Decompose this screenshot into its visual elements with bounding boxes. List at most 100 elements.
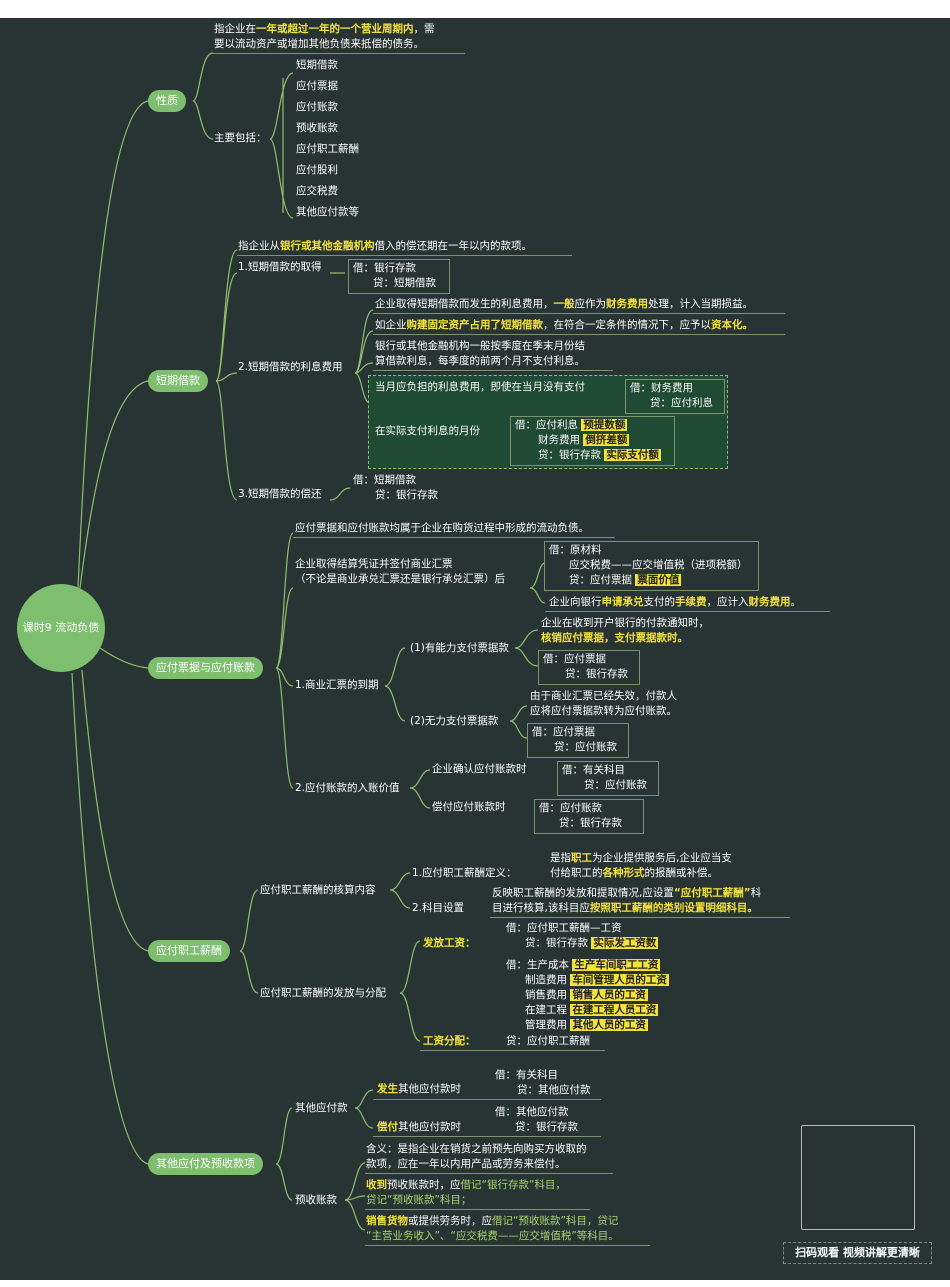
journal-entry-box bbox=[557, 761, 659, 796]
journal-credit: 贷：应付利息 bbox=[650, 397, 713, 409]
journal-debit: 借：应付票据 bbox=[532, 726, 595, 738]
connector-lines bbox=[71, 52, 546, 1231]
advance-sale-line2: “主营业务收入”、“应交税费——应交增值税”等科目。 bbox=[366, 1230, 619, 1242]
alloc-row: 制造费用 车间管理人员的工资 bbox=[525, 974, 669, 986]
liability-item: 应付股利 bbox=[296, 164, 338, 176]
journal-entry-box bbox=[534, 799, 644, 834]
liability-item: 其他应付款等 bbox=[296, 206, 359, 218]
accrue-case: 当月应负担的利息费用，即使在当月没有支付 bbox=[375, 381, 585, 393]
journal-debit: 借：有关科目 bbox=[562, 764, 625, 776]
journal-entry-box bbox=[625, 379, 725, 414]
journal-credit: 贷：银行存款 实际发工资数 bbox=[525, 937, 659, 949]
journal-debit: 借：有关科目 bbox=[495, 1069, 558, 1081]
loan-definition: 指企业从银行或其他金融机构借入的偿还期在一年以内的款项。 bbox=[238, 240, 532, 252]
journal-entry-box bbox=[538, 650, 640, 685]
qr-caption: 扫码观看 视频讲解更清晰 bbox=[783, 1242, 932, 1264]
advance-receive: 收到预收账款时，应借记“银行存款”科目， bbox=[366, 1179, 566, 1191]
comp-definition-label: 1.应付职工薪酬定义： bbox=[412, 867, 517, 879]
journal-credit: 贷：短期借款 bbox=[373, 277, 436, 289]
branch-notes-accounts-payable: 应付票据与应付账款 bbox=[148, 657, 263, 679]
journal-debit: 借：其他应付款 bbox=[495, 1106, 569, 1118]
journal-credit: 贷：应付票据 票面价值 bbox=[569, 574, 682, 586]
mind-map-canvas: 课时9 流动负债 性质 指企业在一年或超过一年的一个营业周期内，需 要以流动资产… bbox=[0, 18, 950, 1280]
journal-debit: 财务费用 倒挤差额 bbox=[538, 434, 630, 446]
journal-debit: 借：应付职工薪酬—工资 bbox=[506, 922, 622, 934]
interest-note-2: 如企业购建固定资产占用了短期借款，在符合一定条件的情况下，应予以资本化。 bbox=[375, 319, 753, 331]
journal-debit: 应交税费——应交增值税（进项税额） bbox=[569, 559, 748, 571]
journal-debit: 借：生产成本 生产车间职工工资 bbox=[506, 959, 661, 971]
journal-credit: 贷：银行存款 bbox=[515, 1121, 578, 1133]
unable-to-pay: (2)无力支付票据款 bbox=[410, 715, 499, 727]
journal-entry-box bbox=[544, 541, 759, 591]
journal-credit: 贷：银行存款 bbox=[565, 668, 628, 680]
pay-wages-label: 发放工资： bbox=[423, 937, 476, 949]
journal-debit: 借：应付利息 预提数额 bbox=[515, 419, 628, 431]
journal-entry-box bbox=[527, 723, 629, 758]
journal-credit: 贷：应付职工薪酬 bbox=[506, 1035, 590, 1047]
comp-distribution: 应付职工薪酬的发放与分配 bbox=[260, 987, 386, 999]
advance-receive-line2: 贷记“预收账款”科目； bbox=[366, 1194, 472, 1206]
ap-value-label: 2.应付账款的入账价值 bbox=[295, 782, 400, 794]
root-node: 课时9 流动负债 bbox=[17, 584, 105, 672]
journal-debit: 借：短期借款 bbox=[353, 474, 416, 486]
nature-definition-line2: 要以流动资产或增加其他负债来抵偿的债务。 bbox=[214, 38, 424, 50]
include-label: 主要包括： bbox=[214, 132, 267, 144]
branch-other-payables: 其他应付及预收款项 bbox=[148, 1153, 263, 1175]
journal-entry-box bbox=[510, 416, 675, 466]
branch-employee-compensation: 应付职工薪酬 bbox=[148, 940, 230, 962]
interest-note-1: 企业取得短期借款而发生的利息费用，一般应作为财务费用处理，计入当期损益。 bbox=[375, 298, 753, 310]
journal-credit: 贷：其他应付款 bbox=[517, 1084, 591, 1096]
unable-note: 由于商业汇票已经失效，付款人 bbox=[530, 690, 677, 702]
comp-definition: 是指职工为企业提供服务后,企业应当支 bbox=[550, 852, 732, 864]
alloc-row: 在建工程 在建工程人员工资 bbox=[525, 1004, 659, 1016]
repay-case: 偿付其他应付款时 bbox=[377, 1121, 461, 1133]
journal-credit: 贷：应付账款 bbox=[554, 741, 617, 753]
advance-definition: 含义：是指企业在销货之前预先向购买方收取的 bbox=[366, 1143, 587, 1155]
pay-case: 在实际支付利息的月份 bbox=[375, 425, 480, 437]
comp-account-note: 反映职工薪酬的发放和提取情况,应设置“应付职工薪酬”科 bbox=[492, 887, 762, 899]
advance-sale: 销售货物或提供劳务时，应借记“预收账款”科目，贷记 bbox=[366, 1215, 619, 1227]
able-note-line2: 核销应付票据，支付票据款时。 bbox=[541, 632, 688, 644]
alloc-row: 销售费用 销售人员的工资 bbox=[525, 989, 648, 1001]
able-to-pay: (1)有能力支付票据款 bbox=[410, 642, 509, 654]
loan-repay: 3.短期借款的偿还 bbox=[238, 488, 322, 500]
journal-debit: 借：原材料 bbox=[549, 544, 602, 556]
issue-note-line2: （不论是商业承兑汇票还是银行承兑汇票）后 bbox=[295, 573, 505, 585]
liability-item: 预收账款 bbox=[296, 122, 338, 134]
journal-debit: 借：应付票据 bbox=[543, 653, 606, 665]
alloc-wages-label: 工资分配： bbox=[423, 1035, 476, 1047]
journal-credit: 贷：银行存款 bbox=[375, 489, 438, 501]
other-payables: 其他应付款 bbox=[295, 1102, 348, 1114]
comp-account-label: 2.科目设置 bbox=[412, 902, 465, 914]
liability-item: 应付票据 bbox=[296, 80, 338, 92]
loan-interest: 2.短期借款的利息费用 bbox=[238, 361, 343, 373]
ap-confirm: 企业确认应付账款时 bbox=[432, 763, 527, 775]
interest-note-3-line2: 算借款利息，每季度的前两个月不支付利息。 bbox=[375, 355, 585, 367]
journal-debit: 借：财务费用 bbox=[630, 382, 693, 394]
advance-receipts: 预收账款 bbox=[295, 1194, 337, 1206]
issue-note: 企业取得结算凭证并签付商业汇票 bbox=[295, 558, 453, 570]
comp-definition-line2: 付给职工的各种形式的报酬或补偿。 bbox=[550, 867, 718, 879]
liability-item: 应付职工薪酬 bbox=[296, 143, 359, 155]
journal-credit: 贷：银行存款 实际支付额 bbox=[538, 449, 661, 461]
able-note: 企业在收到开户银行的付款通知时， bbox=[541, 617, 709, 629]
maturity-label: 1.商业汇票的到期 bbox=[295, 679, 379, 691]
nature-definition: 指企业在一年或超过一年的一个营业周期内，需 bbox=[214, 23, 435, 35]
liability-item: 应付账款 bbox=[296, 101, 338, 113]
qr-code-frame[interactable] bbox=[801, 1125, 915, 1230]
comp-account-note-line2: 目进行核算,该科目应按照职工薪酬的类别设置明细科目。 bbox=[492, 902, 758, 914]
journal-debit: 借：应付账款 bbox=[539, 802, 602, 814]
notes-intro: 应付票据和应付账款均属于企业在购货过程中形成的流动负债。 bbox=[295, 522, 589, 534]
journal-debit: 借：银行存款 bbox=[353, 262, 416, 274]
interest-note-3: 银行或其他金融机构一般按季度在季末月份结 bbox=[375, 340, 585, 352]
branch-nature: 性质 bbox=[148, 90, 186, 112]
acceptance-fee-note: 企业向银行申请承兑支付的手续费，应计入财务费用。 bbox=[549, 596, 801, 608]
liability-item: 应交税费 bbox=[296, 185, 338, 197]
ap-pay: 偿付应付账款时 bbox=[432, 801, 506, 813]
interest-cases-box bbox=[368, 375, 728, 469]
branch-short-term-loan: 短期借款 bbox=[148, 370, 208, 392]
unable-note-line2: 应将应付票据款转为应付账款。 bbox=[530, 705, 677, 717]
journal-credit: 贷：应付账款 bbox=[584, 779, 647, 791]
occur-case: 发生其他应付款时 bbox=[377, 1083, 461, 1095]
loan-obtain: 1.短期借款的取得 bbox=[238, 261, 322, 273]
